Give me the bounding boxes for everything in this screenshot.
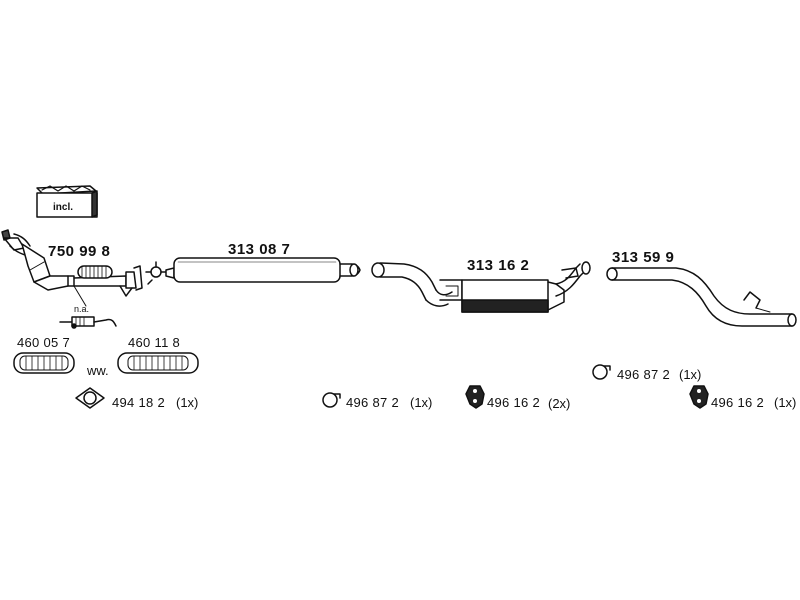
lambda-sensor-icon [59,316,117,329]
flex-pipe-icon [13,352,75,374]
center-silencer-icon [371,261,591,313]
ww-label: ww. [87,363,109,378]
ring-clamp-icon [145,261,167,285]
quantity-496872-b: (1x) [679,367,702,382]
part-number-460057: 460 05 7 [17,335,71,350]
front-silencer-icon [165,257,361,283]
part-number-460118: 460 11 8 [128,335,181,350]
na-label: n.a. [74,304,90,314]
part-number-494182: 494 18 2 [112,395,166,410]
quantity-494182: (1x) [176,395,199,410]
flex-pipe-icon [77,265,113,279]
part-number-750998: 750 99 8 [48,243,111,260]
part-number-313599: 313 59 9 [612,249,675,266]
quantity-496872-a: (1x) [410,395,433,410]
part-number-313087: 313 08 7 [228,241,291,258]
part-number-496162-a: 496 16 2 [487,395,541,410]
part-number-496162-b: 496 16 2 [711,395,765,410]
flex-pipe-icon [117,352,199,374]
quantity-496162-a: (2x) [548,396,571,411]
tail-pipe-icon [606,267,797,327]
rubber-hanger-icon [689,385,709,409]
quantity-496162-b: (1x) [774,395,797,410]
ring-clamp-icon [592,364,611,380]
gasket-icon [75,387,105,409]
part-number-313162: 313 16 2 [467,257,530,274]
part-number-496872-a: 496 87 2 [346,395,400,410]
catalytic-converter-icon [1,229,143,297]
ring-clamp-icon [322,392,341,408]
rubber-hanger-icon [465,385,485,409]
box-icon [36,185,98,218]
incl-label: incl. [53,202,74,213]
part-number-496872-b: 496 87 2 [617,367,671,382]
